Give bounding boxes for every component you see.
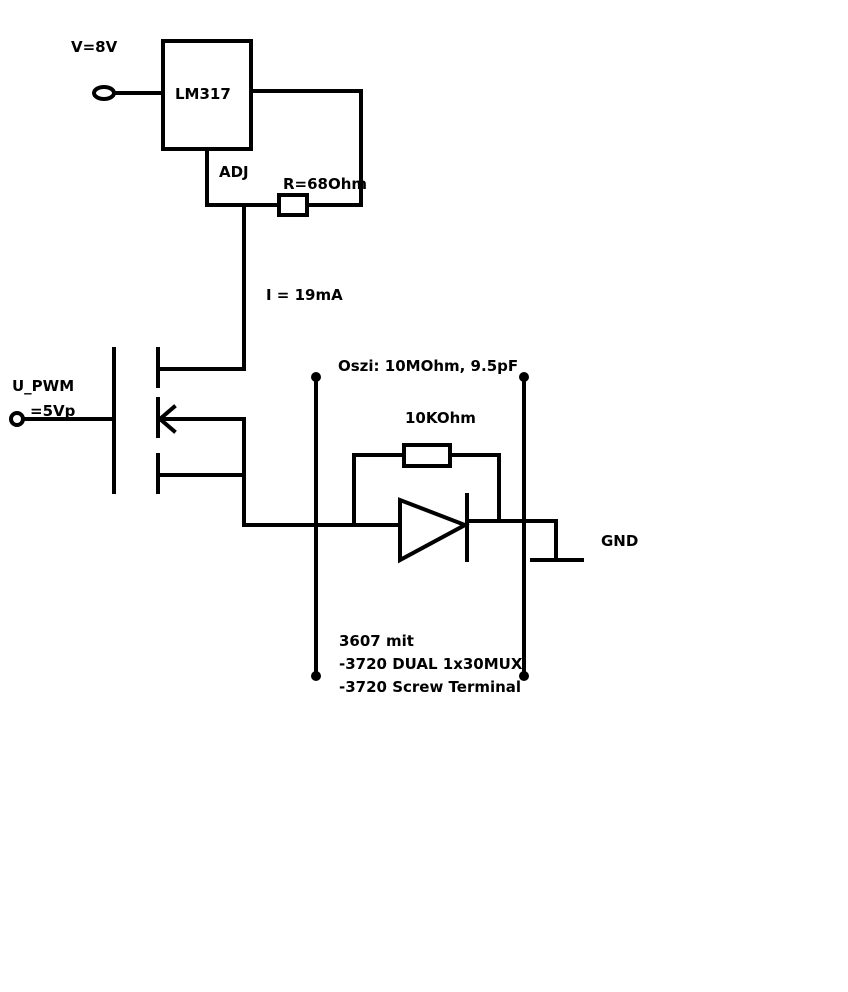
regulator-label: LM317 [175,85,231,103]
parallel-branch-left [352,453,406,527]
supply-label: V=8V [71,38,118,56]
scope-probe-left-bottom-dot [311,671,321,681]
hardware-line-2: -3720 DUAL 1x30MUX [339,655,523,673]
hardware-line-1: 3607 mit [339,632,414,650]
scope-probe-right-top-dot [519,372,529,382]
adj-wire [205,147,281,207]
scope-probe-right-bottom-dot [519,671,529,681]
mosfet-arrow-head [156,404,177,434]
hardware-line-3: -3720 Screw Terminal [339,678,521,696]
diode-triangle [398,497,470,564]
drain-wire [156,203,246,371]
adj-label: ADJ [219,163,249,181]
pwm-level-label: =5Vp [30,402,76,420]
regulator-output-wire [249,89,363,207]
parallel-branch-right [448,453,501,523]
parallel-resistor [402,443,452,468]
set-resistor-label: R=68Ohm [283,175,367,193]
pwm-name-label: U_PWM [12,377,74,395]
scope-label: Oszi: 10MOhm, 9.5pF [338,357,518,375]
current-label: I = 19mA [266,286,343,304]
parallel-resistor-label: 10KOhm [405,409,476,427]
supply-terminal [92,85,116,101]
scope-probe-left-top-dot [311,372,321,382]
set-resistor [277,193,309,217]
ground-label: GND [601,532,638,550]
ground-wire [465,519,558,562]
